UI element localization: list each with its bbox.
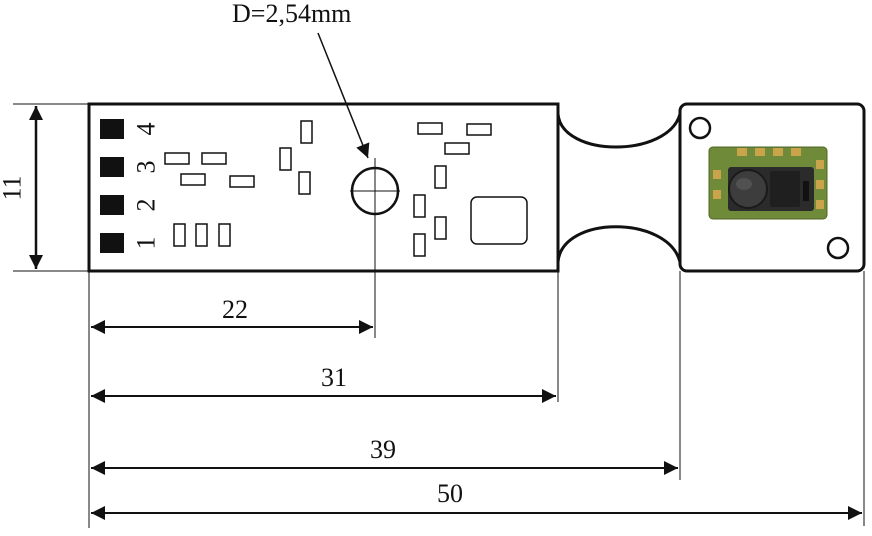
height-dimension: 11: [0, 103, 89, 272]
dimension-39: 39: [91, 435, 678, 475]
smd-part: [180, 173, 206, 186]
sensor-footprint: [470, 196, 528, 245]
chip-membrane: [770, 171, 800, 207]
sensor-chip: [708, 146, 828, 220]
smd-part: [434, 165, 447, 189]
chip-slot: [803, 181, 809, 201]
dimension-50: 50: [91, 479, 862, 520]
chip-pads: [713, 148, 824, 209]
pin-label-4: 4: [132, 123, 161, 136]
pin-pad-4: [100, 119, 124, 139]
smd-part: [173, 223, 186, 247]
dimension-22: 22: [91, 295, 373, 334]
smd-part: [201, 152, 227, 165]
dim-label-39: 39: [370, 435, 396, 464]
neck-bottom-edge: [556, 225, 682, 263]
pin-label-3: 3: [132, 161, 161, 174]
smd-part: [413, 194, 426, 218]
smd-components: [164, 120, 528, 257]
pin-labels: 1 2 3 4: [132, 123, 161, 250]
smd-part: [413, 233, 426, 257]
height-label: 11: [0, 175, 27, 200]
dim-label-22: 22: [222, 295, 248, 324]
tab-hole-top: [688, 116, 712, 140]
smd-part: [279, 147, 292, 171]
smd-part: [164, 152, 190, 165]
hole-leader-arrow: [317, 32, 370, 159]
pin-label-1: 1: [132, 237, 161, 250]
pin-pads: [100, 119, 124, 253]
smd-part: [300, 120, 313, 144]
smd-part: [229, 175, 255, 188]
hole-diameter-label: D=2,54mm: [232, 0, 351, 28]
smd-part: [466, 123, 492, 136]
extension-lines: [88, 232, 865, 528]
smd-part: [195, 223, 208, 247]
pin-pad-2: [100, 195, 124, 215]
tab-hole-bottom: [826, 236, 850, 260]
smd-part: [298, 171, 311, 195]
pin-pad-1: [100, 233, 124, 253]
smd-part: [434, 216, 447, 240]
smd-part: [218, 223, 231, 247]
neck-top-edge: [556, 113, 682, 149]
pin-pad-3: [100, 157, 124, 177]
dim-label-50: 50: [437, 479, 463, 508]
mounting-hole: [350, 158, 400, 232]
board-outline: [87, 102, 866, 273]
smd-part: [444, 142, 470, 155]
dim-label-31: 31: [321, 363, 347, 392]
pin-label-2: 2: [132, 199, 161, 212]
dimension-31: 31: [91, 363, 556, 403]
smd-part: [417, 122, 443, 135]
main-board: [87, 102, 560, 273]
sensor-tab: [678, 102, 866, 273]
